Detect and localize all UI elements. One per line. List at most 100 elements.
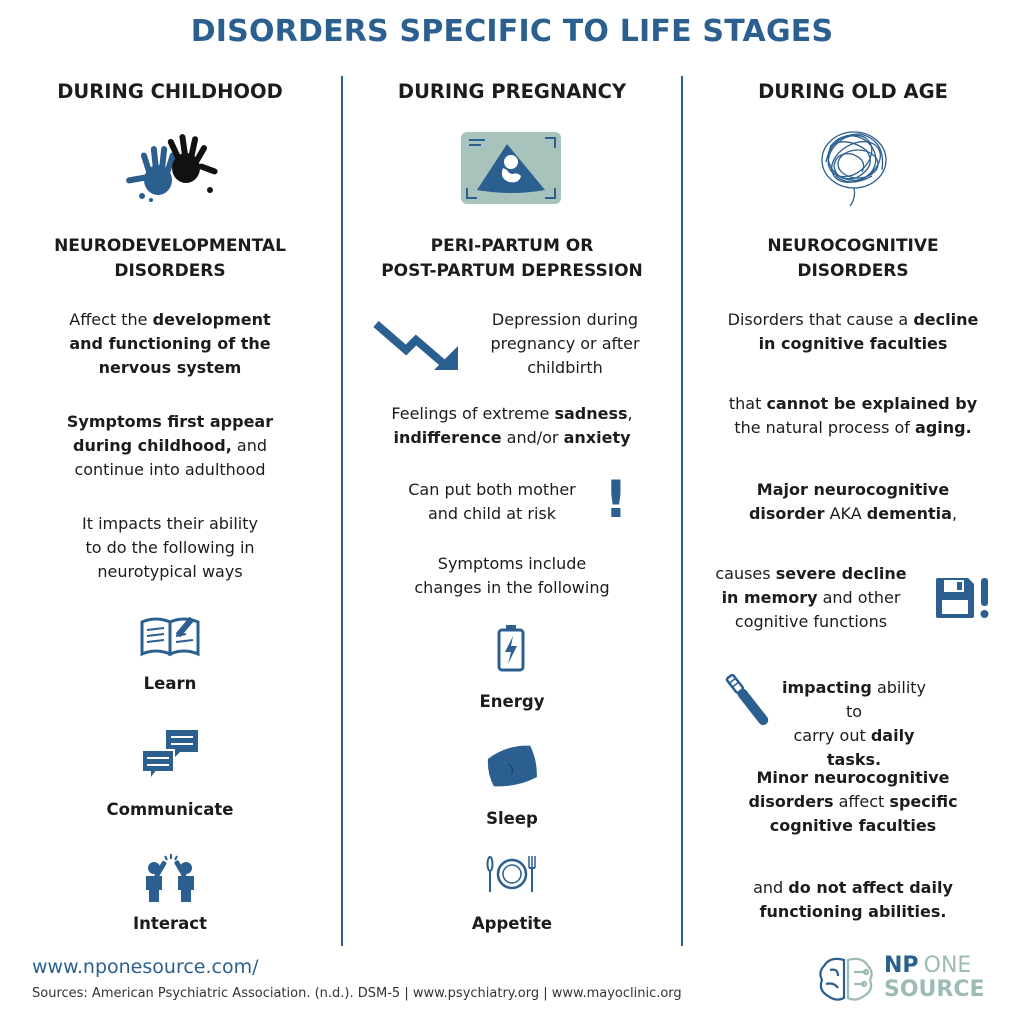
childhood-subheading: NEURODEVELOPMENTAL DISORDERS (0, 234, 340, 284)
old-age-memory: causes severe decline in memory and othe… (706, 562, 916, 634)
handprints-icon (126, 134, 218, 202)
bold-text: impacting (782, 678, 872, 697)
column-divider (681, 76, 683, 946)
page-title: DISORDERS SPECIFIC TO LIFE STAGES (190, 14, 834, 49)
text-line: childbirth (527, 358, 603, 377)
pillow-icon (487, 745, 537, 787)
text-span: and (753, 878, 789, 897)
pregnancy-symptoms-intro: Symptoms include changes in the followin… (342, 552, 682, 600)
bold-text: and functioning of the (69, 334, 271, 353)
old-age-definition: Disorders that cause a decline in cognit… (683, 308, 1023, 356)
people-high-five-icon (146, 854, 194, 902)
logo-source: SOURCE (884, 977, 985, 1002)
text-span: and (231, 436, 268, 455)
column-divider (341, 76, 343, 946)
bold-text: aging. (915, 418, 972, 437)
text-line: changes in the following (414, 578, 610, 597)
childhood-onset: Symptoms first appear during childhood, … (0, 410, 340, 482)
old-age-daily-tasks: impacting ability to carry out daily tas… (776, 676, 932, 772)
old-age-minor: Minor neurocognitive disorders affect sp… (683, 766, 1023, 838)
bold-text: development (152, 310, 271, 329)
text-line: to do the following in (85, 538, 255, 557)
text-span: Affect the (69, 310, 153, 329)
text-span: Disorders that cause a (727, 310, 914, 329)
ultrasound-icon (461, 132, 561, 204)
bold-text: cannot be explained by (766, 394, 978, 413)
logo-wordmark: NP ONE SOURCE (884, 954, 985, 1002)
bold-text: Minor neurocognitive (756, 768, 950, 787)
bold-text: in cognitive faculties (758, 334, 948, 353)
tangled-brain-icon (821, 131, 887, 207)
subheading-line: POST-PARTUM DEPRESSION (381, 261, 643, 281)
text-line: and child at risk (427, 504, 557, 523)
subheading-line: NEUROCOGNITIVE (767, 236, 939, 256)
appetite-label: Appetite (471, 914, 553, 933)
energy-label: Energy (479, 692, 545, 711)
bold-text: specific (889, 792, 958, 811)
bold-text: severe decline (775, 564, 907, 583)
text-line: Can put both mother (408, 480, 576, 499)
text-span: Feelings of extreme (391, 404, 555, 423)
text-span: and/or (501, 428, 564, 447)
childhood-description: Affect the development and functioning o… (0, 308, 340, 380)
sleep-label: Sleep (486, 809, 538, 828)
logo-np: NP (884, 953, 919, 978)
speech-bubbles-icon (141, 730, 198, 782)
old-age-not-affect: and do not affect daily functioning abil… (683, 876, 1023, 924)
bold-text: sadness (554, 404, 628, 423)
childhood-heading: DURING CHILDHOOD (57, 80, 283, 103)
bold-text: indifference (393, 428, 502, 447)
subheading-line: DISORDERS (797, 261, 909, 281)
text-span: that (728, 394, 767, 413)
text-span: carry out (793, 726, 871, 745)
bold-text: daily tasks. (826, 726, 915, 769)
text-line: It impacts their ability (82, 514, 258, 533)
bold-text: disorders (748, 792, 834, 811)
battery-icon (497, 625, 525, 672)
text-span: affect (833, 792, 890, 811)
bold-text: disorder (748, 504, 825, 523)
bold-text: decline (913, 310, 979, 329)
pregnancy-definition: Depression during pregnancy or after chi… (472, 308, 658, 380)
text-span: , (627, 404, 633, 423)
bold-text: dementia (866, 504, 952, 523)
pregnancy-risk: Can put both mother and child at risk (382, 478, 602, 526)
old-age-not-aging: that cannot be explained by the natural … (683, 392, 1023, 440)
bold-text: functioning abilities. (759, 902, 947, 921)
brain-logo-icon (819, 957, 873, 1001)
bold-text: during childhood, (72, 436, 232, 455)
floppy-disk-alert-icon (936, 578, 989, 618)
text-line: Symptoms include (437, 554, 587, 573)
bold-text: do not affect daily (788, 878, 953, 897)
text-span: , (951, 504, 958, 523)
np-one-source-logo[interactable]: NP ONE SOURCE (816, 952, 1016, 1006)
bold-text: anxiety (563, 428, 631, 447)
text-span: causes (715, 564, 776, 583)
communicate-label: Communicate (106, 800, 234, 819)
text-line: Depression during (491, 310, 639, 329)
old-age-heading: DURING OLD AGE (758, 80, 948, 103)
subheading-line: NEURODEVELOPMENTAL (54, 236, 286, 256)
subheading-line: PERI-PARTUM OR (430, 236, 594, 256)
open-book-icon (140, 616, 200, 657)
pregnancy-feelings: Feelings of extreme sadness, indifferenc… (342, 402, 682, 450)
sources-citation: Sources: American Psychiatric Associatio… (32, 986, 682, 1001)
toothbrush-icon (725, 673, 769, 726)
pregnancy-heading: DURING PREGNANCY (397, 80, 627, 103)
text-span: and other (817, 588, 901, 607)
text-span: continue into adulthood (74, 460, 266, 479)
learn-label: Learn (143, 674, 197, 693)
bold-text: Symptoms first appear (66, 412, 274, 431)
logo-one: ONE (923, 953, 972, 978)
old-age-subheading: NEUROCOGNITIVE DISORDERS (683, 234, 1023, 284)
website-link[interactable]: www.nponesource.com/ (32, 956, 259, 978)
exclamation-icon: ! (604, 470, 628, 530)
subheading-line: DISORDERS (114, 261, 226, 281)
text-span: ability to (845, 678, 926, 721)
text-span: the natural process of (734, 418, 916, 437)
old-age-major: Major neurocognitive disorder AKA dement… (683, 478, 1023, 526)
childhood-impact: It impacts their ability to do the follo… (0, 512, 340, 584)
interact-label: Interact (133, 914, 207, 933)
bold-text: in memory (721, 588, 818, 607)
text-line: neurotypical ways (97, 562, 243, 581)
